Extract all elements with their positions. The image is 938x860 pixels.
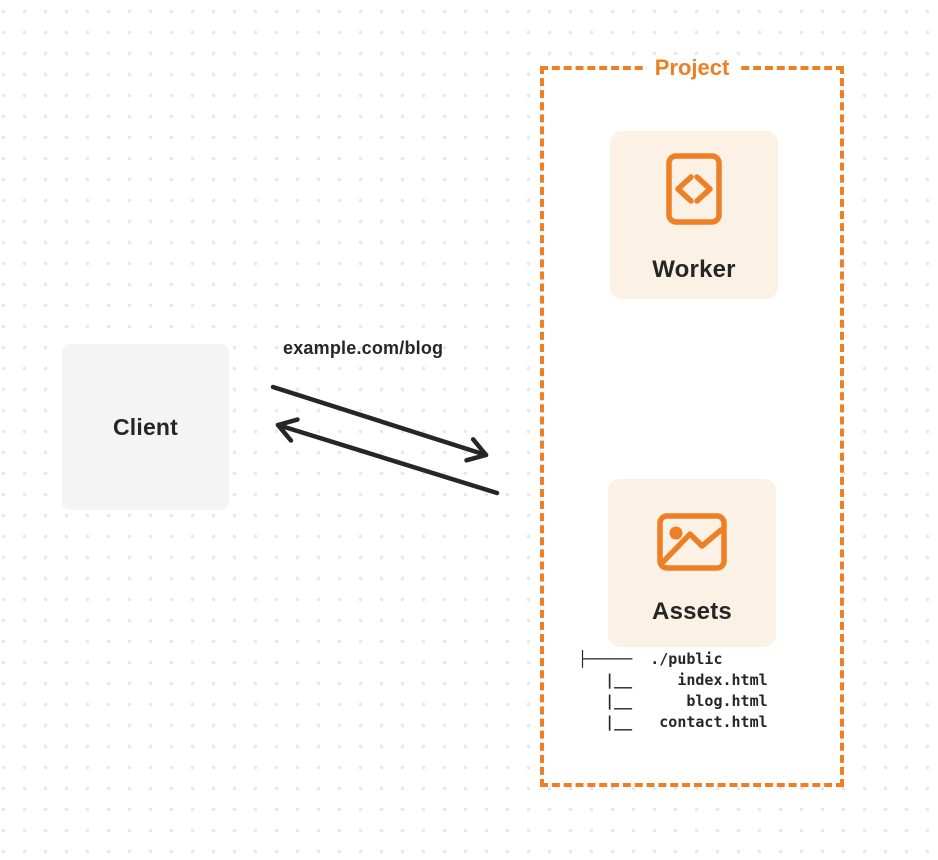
worker-node: Worker: [610, 131, 778, 299]
code-file-icon: [665, 152, 723, 231]
worker-label: Worker: [652, 256, 736, 283]
project-container: Project Worker Assets: [540, 55, 844, 787]
project-label: Project: [646, 55, 738, 81]
assets-label: Assets: [652, 598, 732, 625]
image-icon: [656, 512, 728, 577]
assets-node: Assets: [608, 479, 776, 647]
assets-file-tree: ├───── ./public |__ index.html |__ blog.…: [578, 650, 768, 731]
response-arrow: [275, 417, 500, 496]
client-node: Client: [62, 344, 229, 510]
request-arrow: [270, 384, 489, 463]
request-url-label: example.com/blog: [283, 338, 444, 358]
client-label: Client: [112, 413, 179, 440]
